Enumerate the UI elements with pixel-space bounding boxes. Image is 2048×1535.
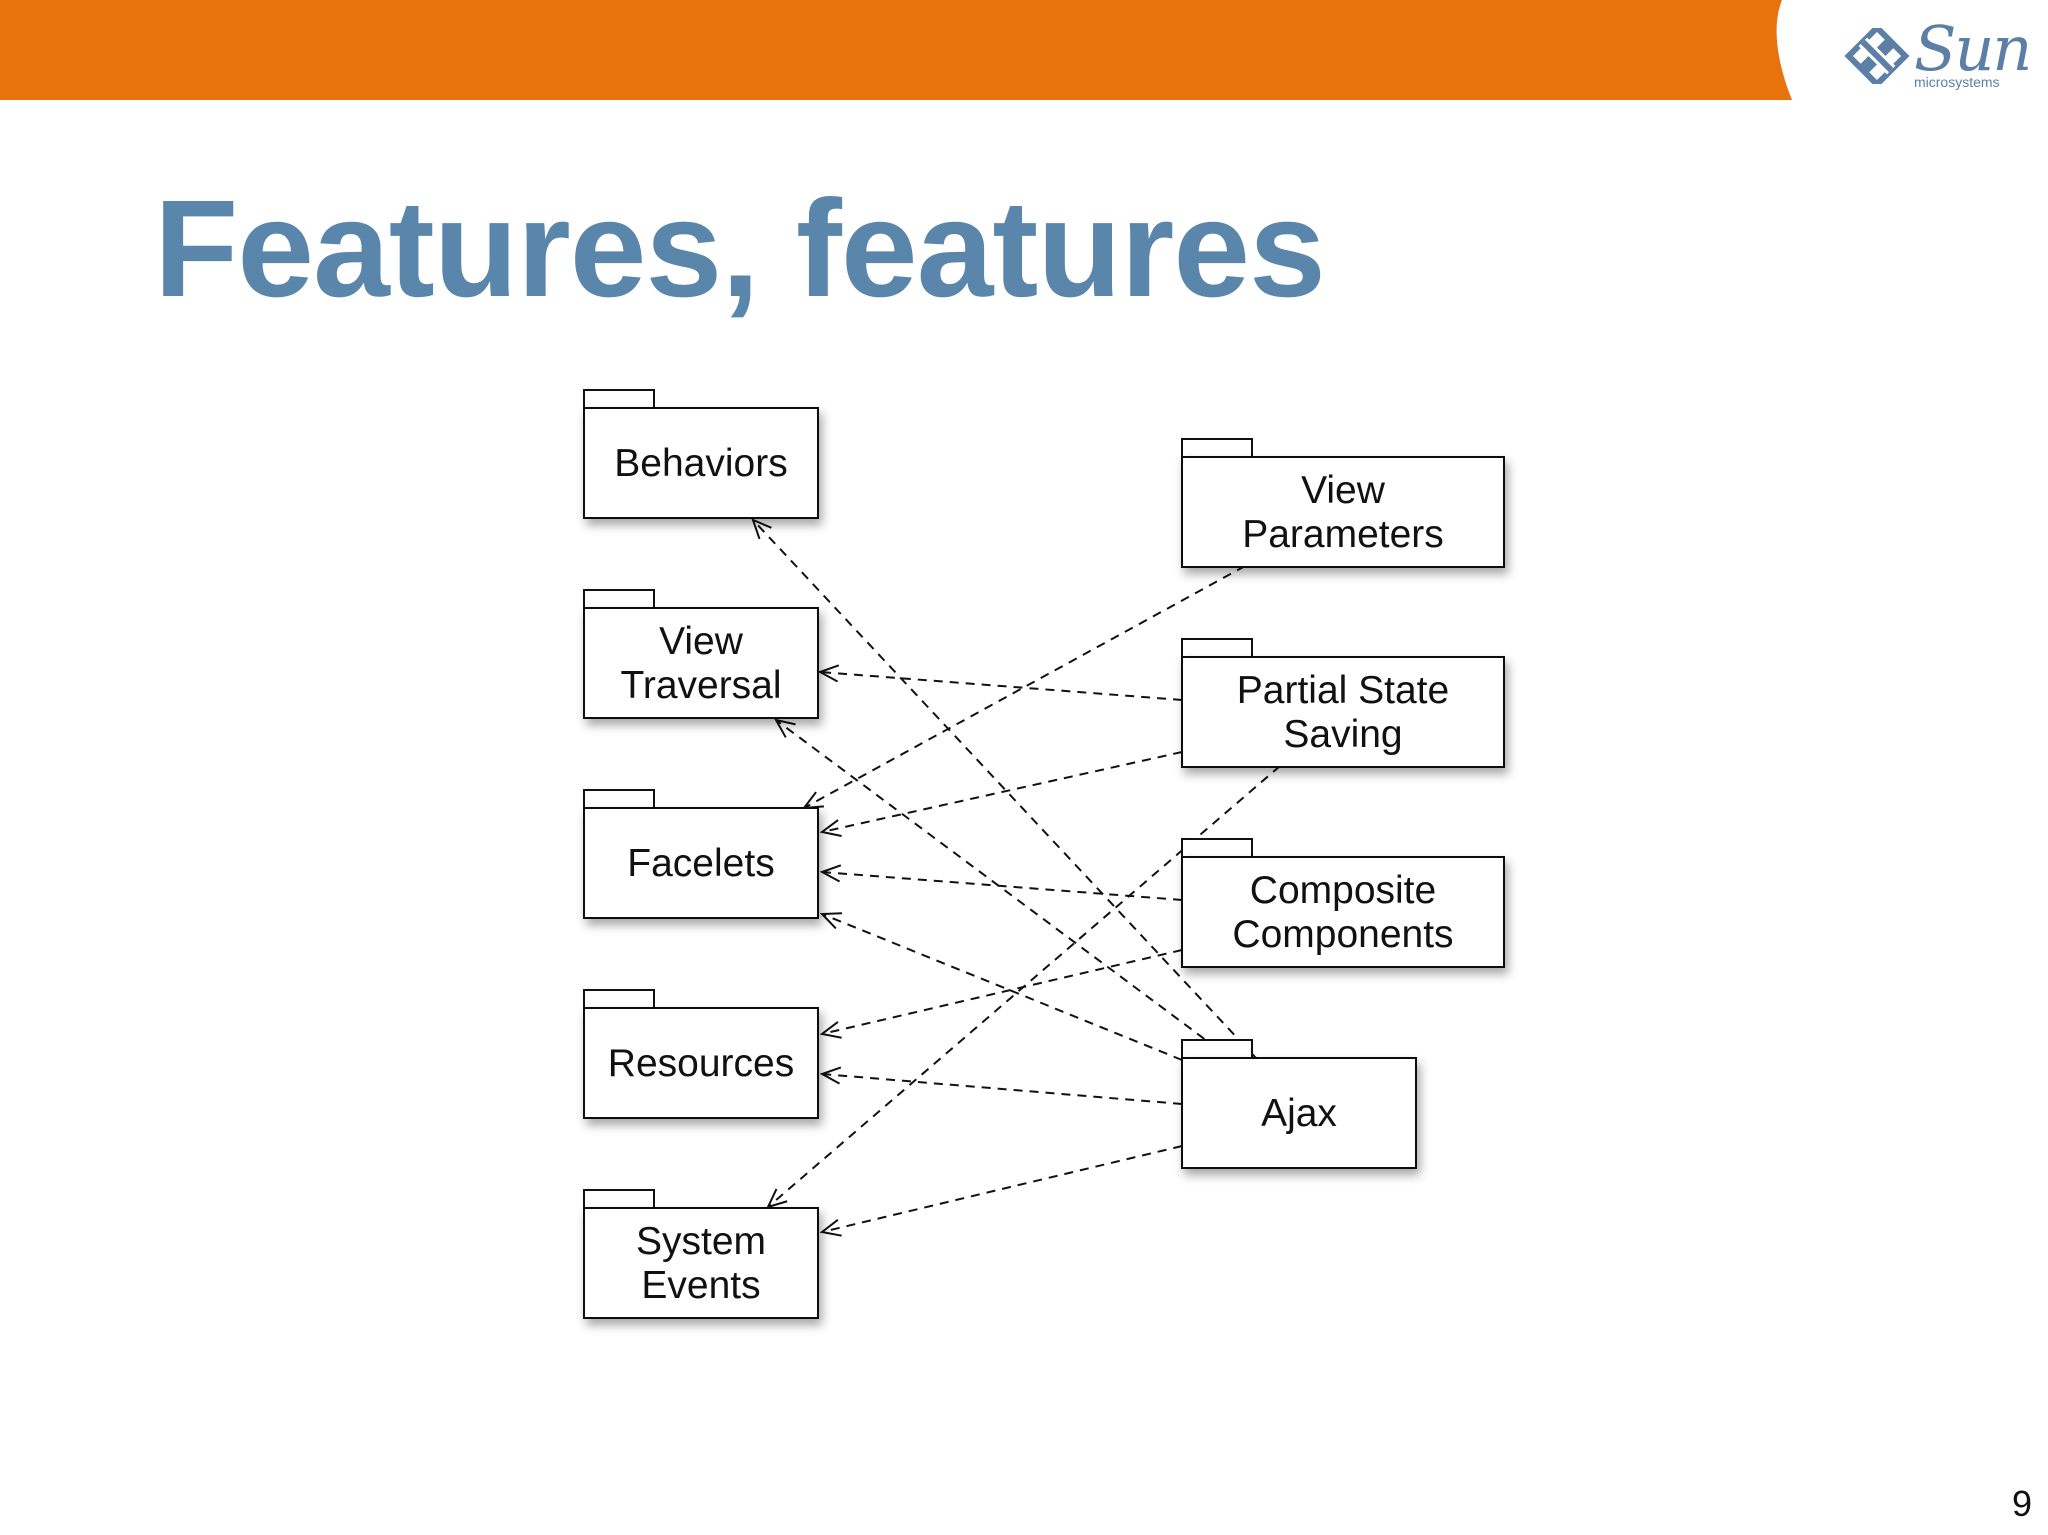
dependency-line <box>821 1073 1183 1105</box>
package-behaviors: Behaviors <box>583 389 819 519</box>
package-label: Composite <box>1250 869 1436 912</box>
dependency-line <box>775 719 1231 1059</box>
package-ajax: Ajax <box>1181 1039 1417 1169</box>
dependency-line <box>821 871 1183 901</box>
package-label: Parameters <box>1242 513 1444 556</box>
package-box <box>1181 456 1505 568</box>
dependency-line <box>821 913 1183 1061</box>
dependency-line <box>821 949 1183 1035</box>
package-label: View <box>659 620 744 663</box>
package-tab <box>583 989 655 1009</box>
package-facelets: Facelets <box>583 789 819 919</box>
open-arrowhead-icon <box>751 518 772 540</box>
open-arrowhead-icon <box>819 819 842 837</box>
header-bar-shape <box>0 0 1798 100</box>
package-tab <box>583 789 655 809</box>
package-resources: Resources <box>583 989 819 1119</box>
package-label: Events <box>641 1264 760 1307</box>
dependency-line <box>819 671 1183 701</box>
dependency-line <box>821 1145 1183 1233</box>
dependency-partial-state-saving-to-facelets <box>819 751 1183 837</box>
sun-logo-mark-icon <box>1844 28 1910 84</box>
package-label: System <box>636 1220 766 1263</box>
dependency-partial-state-saving-to-view-traversal <box>817 664 1183 701</box>
slide-title: Features, features <box>154 172 1326 326</box>
open-arrowhead-icon <box>801 791 825 810</box>
dependency-ajax-to-facelets <box>819 912 1183 1061</box>
header-bar <box>0 0 1798 100</box>
package-box <box>583 607 819 719</box>
open-arrowhead-icon <box>819 1219 842 1237</box>
package-tab <box>583 589 655 609</box>
page-number: 9 <box>2012 1483 2033 1524</box>
open-arrowhead-icon <box>819 1021 842 1039</box>
package-tab <box>1181 638 1253 658</box>
package-box <box>1181 856 1505 968</box>
package-tab <box>1181 838 1253 858</box>
package-label: Saving <box>1283 713 1402 756</box>
open-arrowhead-icon <box>774 718 796 738</box>
open-arrowhead-icon <box>817 664 840 683</box>
package-tab <box>583 389 655 409</box>
package-box <box>1181 1057 1417 1169</box>
open-arrowhead-icon <box>819 912 843 930</box>
package-tab <box>1181 438 1253 458</box>
dependency-ajax-to-view-traversal <box>774 718 1231 1059</box>
dependency-line <box>821 751 1183 833</box>
open-arrowhead-icon <box>819 1066 842 1085</box>
package-box <box>583 807 819 919</box>
package-label: Facelets <box>627 842 774 885</box>
dependency-ajax-to-resources <box>819 1066 1183 1105</box>
package-tab <box>583 1189 655 1209</box>
package-label: Components <box>1232 913 1453 956</box>
package-label: Behaviors <box>614 442 787 485</box>
dependency-composite-components-to-facelets <box>819 864 1183 901</box>
package-box <box>583 1007 819 1119</box>
dependency-ajax-to-system-events <box>819 1145 1183 1237</box>
package-label: Partial State <box>1237 669 1449 712</box>
package-label: Resources <box>608 1042 794 1085</box>
package-label: Ajax <box>1261 1092 1337 1135</box>
dependency-composite-components-to-resources <box>819 949 1183 1039</box>
package-label: Traversal <box>620 664 781 707</box>
dependency-line <box>752 519 1257 1059</box>
sun-logo: Sun microsystems <box>1836 12 2036 104</box>
dependency-view-parameters-to-facelets <box>801 565 1246 810</box>
dependency-line <box>803 565 1246 809</box>
package-label: View <box>1301 469 1386 512</box>
dependency-ajax-to-behaviors <box>751 518 1257 1059</box>
package-box <box>1181 656 1505 768</box>
package-box <box>583 407 819 519</box>
sun-logo-subtitle: microsystems <box>1914 74 2000 90</box>
package-tab <box>1181 1039 1253 1059</box>
sun-logo-word: Sun <box>1914 12 2032 85</box>
package-box <box>583 1207 819 1319</box>
open-arrowhead-icon <box>819 864 842 883</box>
